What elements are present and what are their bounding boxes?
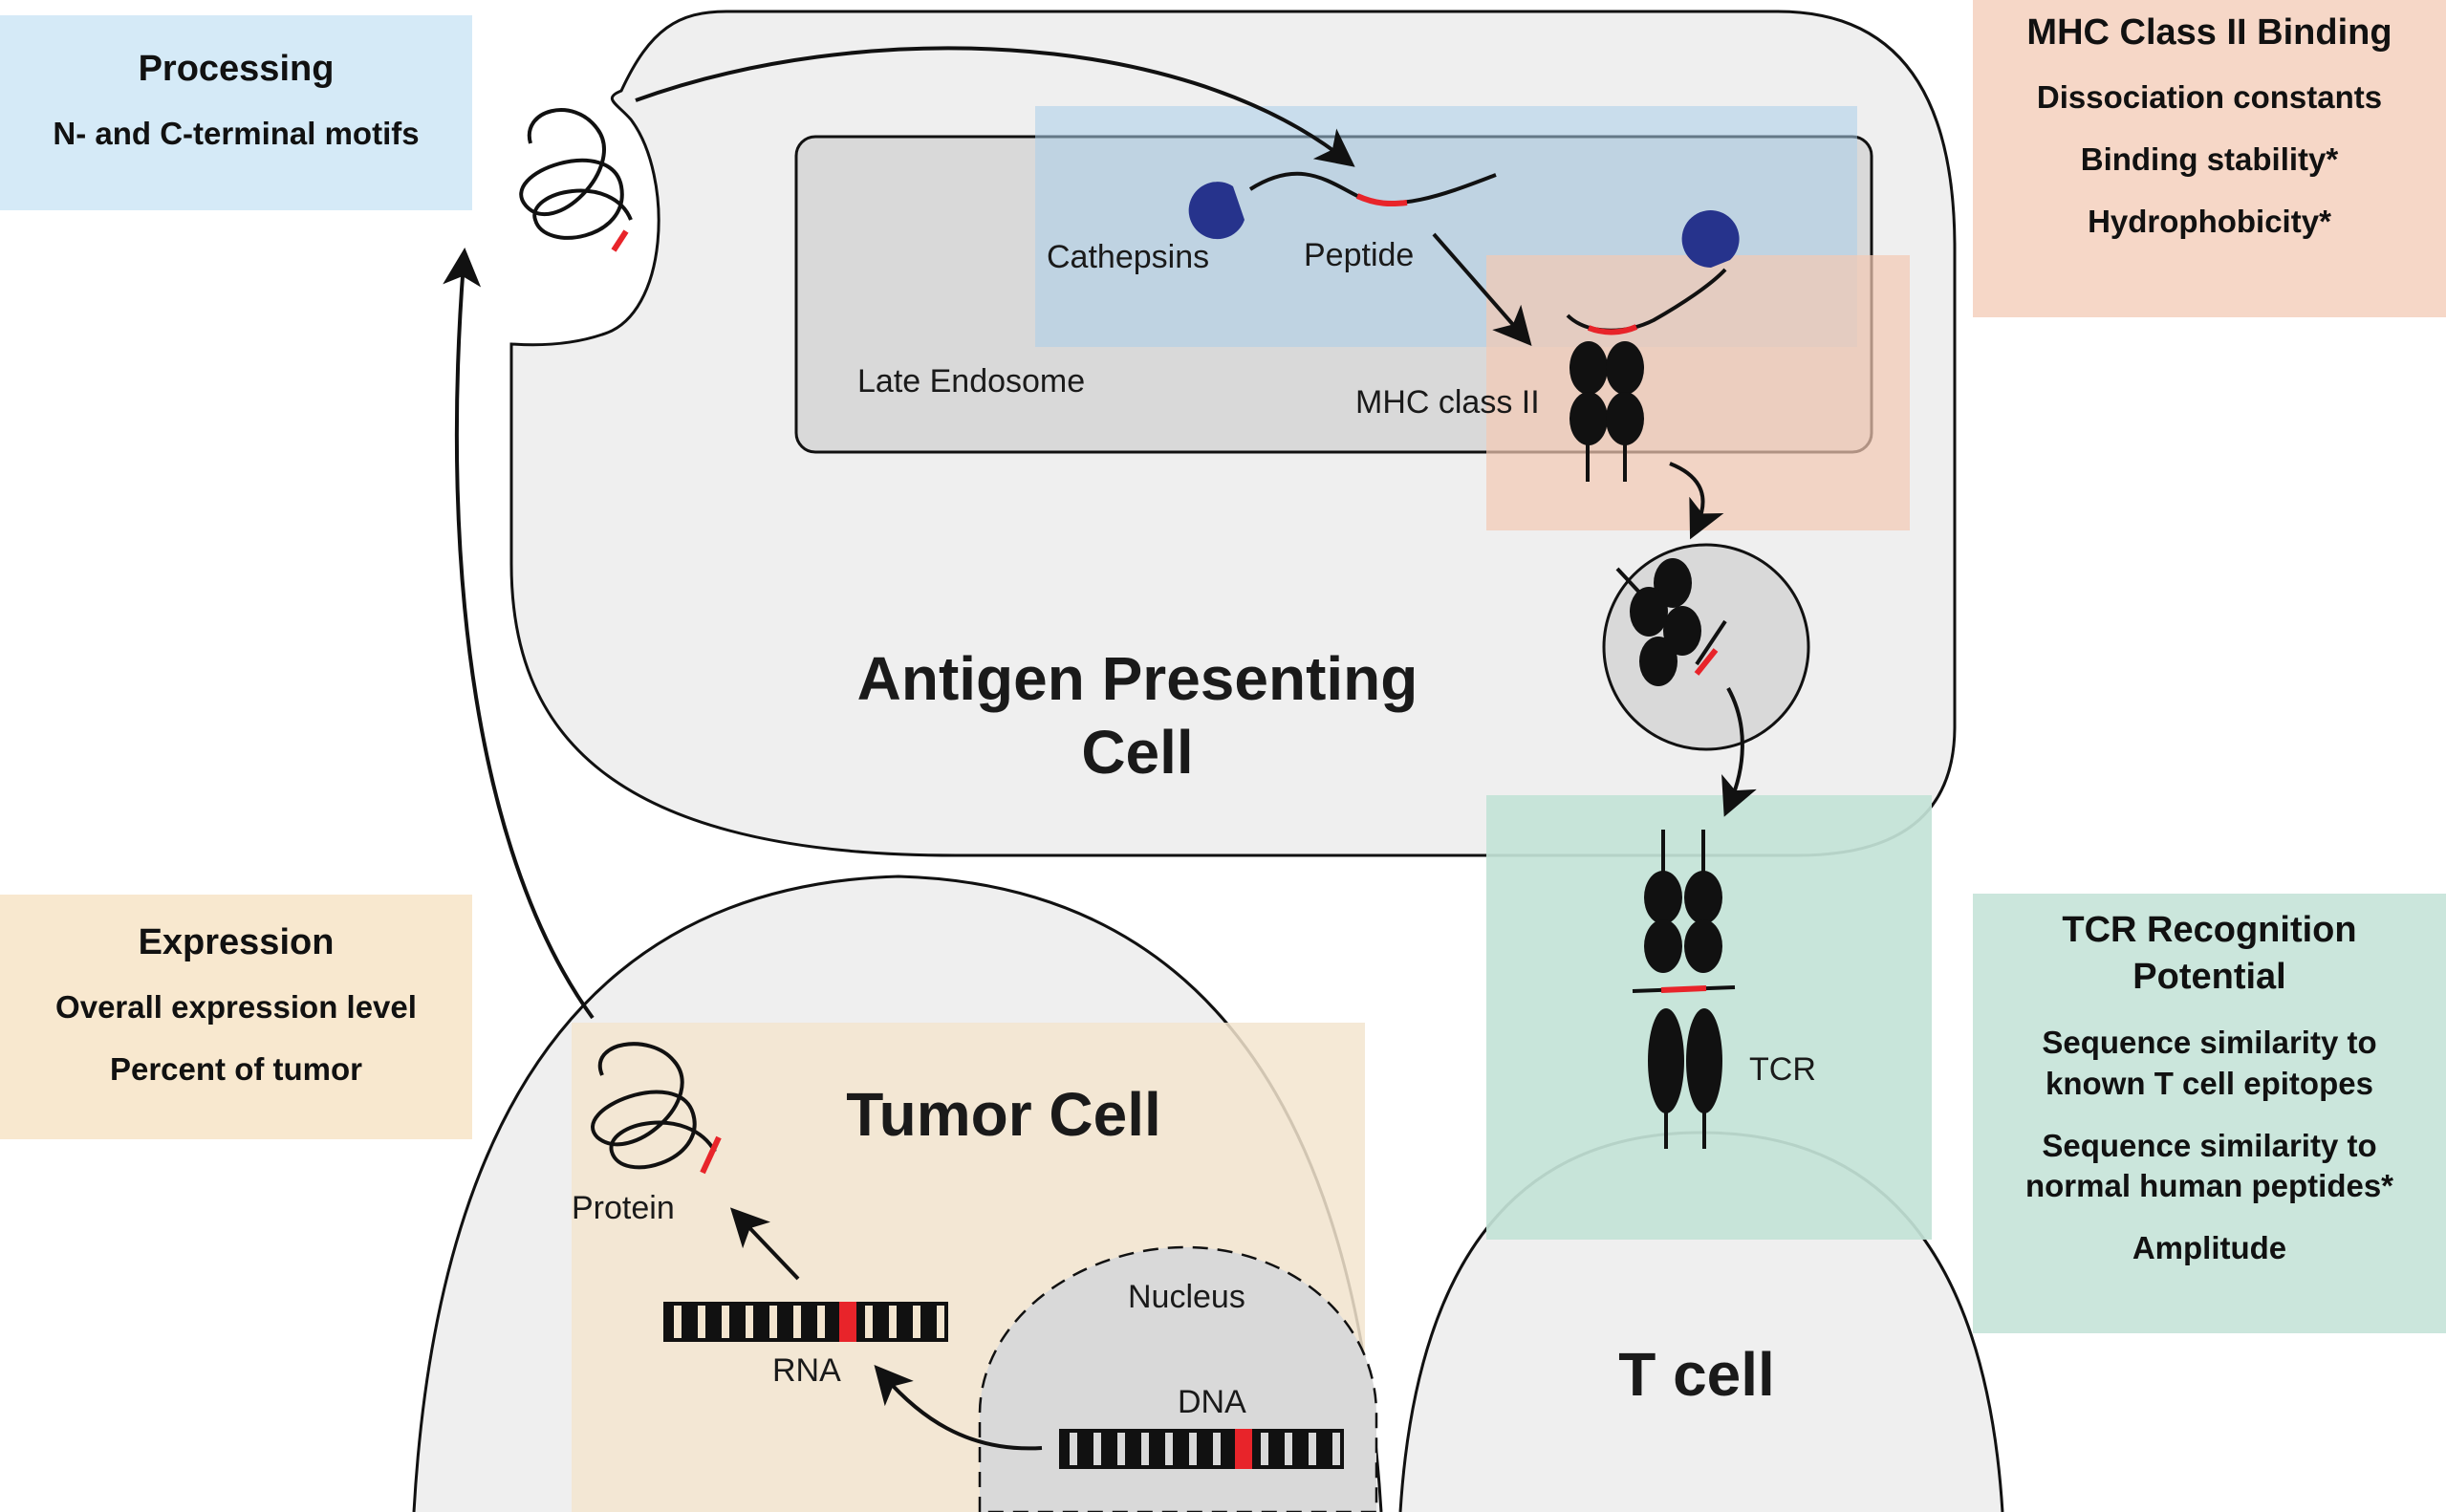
mhc-class-ii-label: MHC class II (1355, 384, 1540, 421)
surface-mhc-molecule (1644, 830, 1722, 973)
tcr-recognition-box: TCR Recognition Potential Sequence simil… (1973, 894, 2446, 1333)
arrow-endocytosis-to-endosome (635, 46, 1355, 167)
mhc-binding-item: Binding stability* (2080, 141, 2339, 178)
rna-label: RNA (772, 1352, 841, 1389)
vesicle-mhc-complex (1615, 558, 1727, 686)
mhc-class-ii-molecule (1569, 341, 1644, 482)
arrow-dna-to-rna (874, 1364, 1043, 1451)
peptide-epitope-cleavage (1355, 193, 1408, 207)
peptide-strand-mhc (1566, 268, 1727, 333)
rna-strip (663, 1302, 948, 1342)
apc-cell-label: Antigen Presenting Cell (856, 644, 1418, 787)
expression-title: Expression (138, 922, 335, 962)
mhc-overlay (1486, 255, 1910, 530)
arrow-mhc-to-vesicle (1669, 462, 1724, 540)
tcr-recognition-item: Sequence similarity to known T cell epit… (2042, 1024, 2377, 1101)
mhc-binding-title: MHC Class II Binding (2026, 12, 2392, 53)
tcr-molecule (1648, 1008, 1722, 1149)
cathepsins-label: Cathepsins (1047, 239, 1210, 275)
tcr-recognition-title: TCR Recognition Potential (2062, 910, 2357, 998)
tcr-recognition-item: Sequence similarity to normal human pept… (2024, 1127, 2394, 1204)
expression-box: Expression Overall expression level Perc… (0, 895, 472, 1139)
tcr-recognition-item: Amplitude (2132, 1230, 2287, 1266)
expression-item: Percent of tumor (109, 1051, 363, 1088)
cathepsin-left (1188, 182, 1245, 240)
mhc-binding-box: MHC Class II Binding Dissociation consta… (1973, 0, 2446, 317)
t-cell-label: T cell (1618, 1340, 1775, 1409)
tumor-cell-label: Tumor Cell (846, 1080, 1161, 1149)
tumor-protein-glyph (591, 1042, 722, 1175)
processing-item: N- and C-terminal motifs (53, 116, 420, 152)
cathepsin-right (1681, 210, 1740, 269)
tcr-label: TCR (1749, 1051, 1816, 1088)
processing-title: Processing (138, 49, 335, 89)
late-endosome-label: Late Endosome (857, 363, 1086, 400)
arrow-rna-to-protein (729, 1207, 800, 1281)
processing-box: Processing N- and C-terminal motifs (0, 15, 472, 210)
peptide-epitope-mhc (1587, 324, 1638, 335)
arrow-peptide-to-mhc (1432, 232, 1532, 347)
presented-epitope (1660, 985, 1707, 993)
arrow-vesicle-to-surface (1721, 687, 1757, 817)
mhc-binding-item: Dissociation constants (2036, 79, 2383, 116)
mhc-binding-item: Hydrophobicity* (2088, 204, 2331, 240)
endocytosed-protein-glyph (519, 108, 633, 252)
dna-label: DNA (1178, 1384, 1246, 1420)
arrow-tumor-to-apc (443, 248, 595, 1020)
expression-item: Overall expression level (55, 989, 417, 1026)
protein-label: Protein (572, 1190, 675, 1226)
nucleus-label: Nucleus (1128, 1279, 1245, 1315)
dna-strip (1059, 1429, 1344, 1469)
peptide-label: Peptide (1304, 237, 1415, 273)
